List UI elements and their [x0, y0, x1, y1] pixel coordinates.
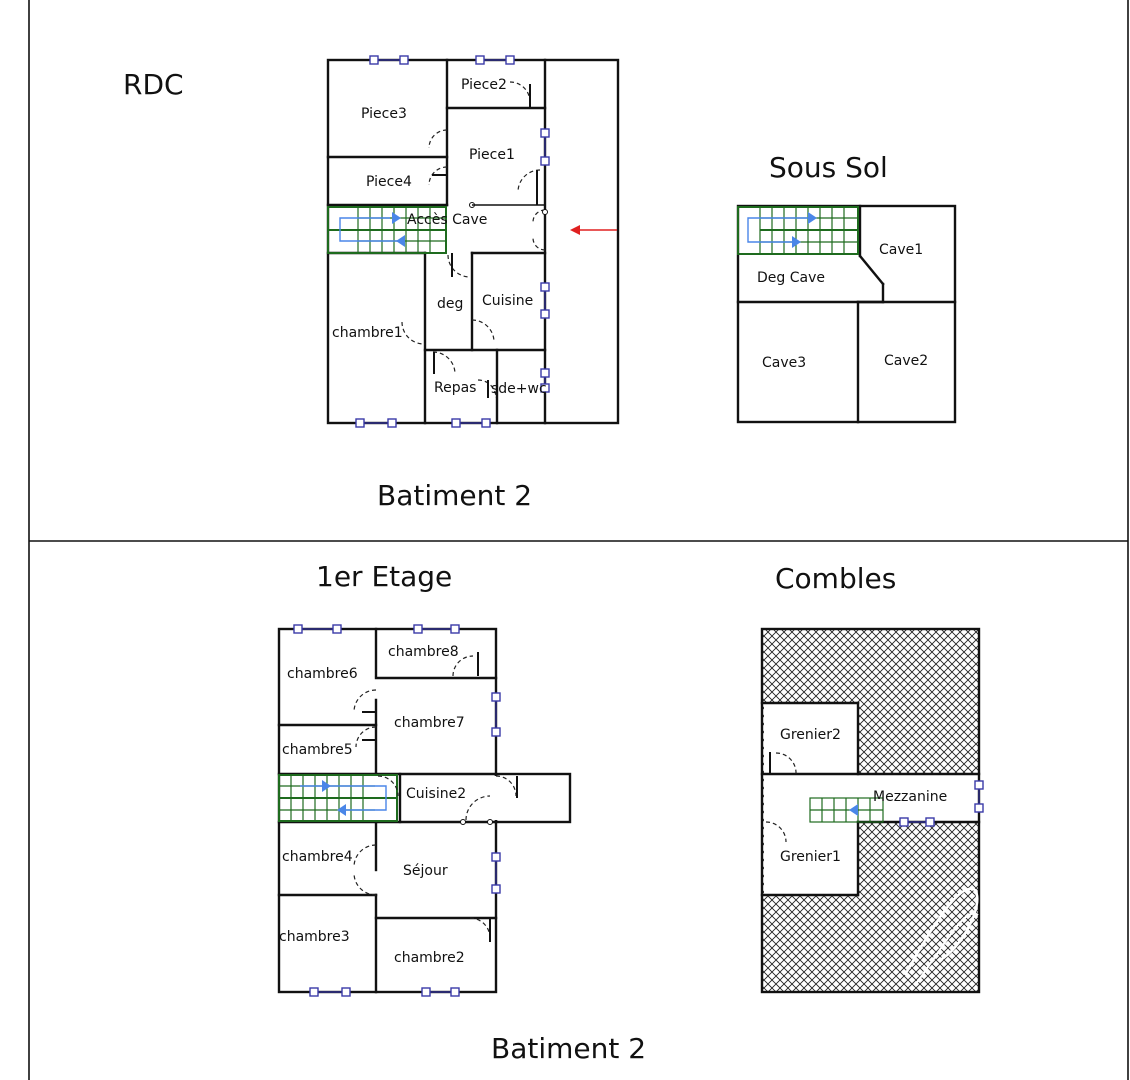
room-cave2: Cave2 [884, 353, 928, 369]
room-piece1: Piece1 [469, 147, 515, 163]
rdc-plan: Piece3 Piece2 Piece1 Piece4 Accès Cave d… [326, 55, 620, 428]
room-piece4: Piece4 [366, 174, 412, 190]
combles-windows [899, 780, 984, 827]
room-grenier2: Grenier2 [780, 727, 841, 743]
sous-sol-stair [737, 206, 859, 255]
room-chambre4: chambre4 [282, 849, 353, 865]
batiment-top-title: Batiment 2 [377, 479, 532, 512]
etage-plan: chambre6 chambre8 chambre7 chambre5 Cuis… [277, 624, 572, 997]
room-sde-wc: sde+wc [491, 381, 547, 397]
room-chambre1: chambre1 [332, 325, 403, 341]
room-chambre6: chambre6 [287, 666, 358, 682]
room-sejour: Séjour [403, 863, 448, 879]
watermark-signature-icon [903, 887, 979, 986]
room-chambre7: chambre7 [394, 715, 465, 731]
etage-windows [293, 624, 501, 997]
room-piece3: Piece3 [361, 106, 407, 122]
etage-title: 1er Etage [316, 560, 452, 593]
etage-stair [278, 774, 398, 822]
room-cuisine2: Cuisine2 [406, 786, 466, 802]
sous-sol-title: Sous Sol [769, 151, 888, 184]
room-deg-cave: Deg Cave [757, 270, 825, 286]
room-deg: deg [437, 296, 463, 312]
room-cave1: Cave1 [879, 242, 923, 258]
room-chambre2: chambre2 [394, 950, 465, 966]
room-repas: Repas [434, 380, 476, 396]
combles-stair [809, 797, 884, 823]
rdc-title: RDC [123, 68, 184, 101]
batiment-bottom-title: Batiment 2 [491, 1032, 646, 1065]
rdc-windows [355, 55, 550, 428]
rdc-stair [327, 206, 447, 254]
room-acces-cave: Accès Cave [407, 212, 487, 228]
room-cave3: Cave3 [762, 355, 806, 371]
entry-arrow-icon [570, 225, 617, 235]
room-chambre8: chambre8 [388, 644, 459, 660]
combles-plan: Grenier2 Mezzanine Grenier1 [760, 627, 984, 994]
room-mezzanine: Mezzanine [873, 789, 947, 805]
sheet-frame [28, 0, 1129, 1080]
room-chambre3: chambre3 [279, 929, 350, 945]
room-chambre5: chambre5 [282, 742, 353, 758]
sous-sol-plan: Cave1 Deg Cave Cave3 Cave2 [736, 204, 957, 424]
room-piece2: Piece2 [461, 77, 507, 93]
room-grenier1: Grenier1 [780, 849, 841, 865]
combles-title: Combles [775, 562, 896, 595]
room-cuisine: Cuisine [482, 293, 533, 309]
